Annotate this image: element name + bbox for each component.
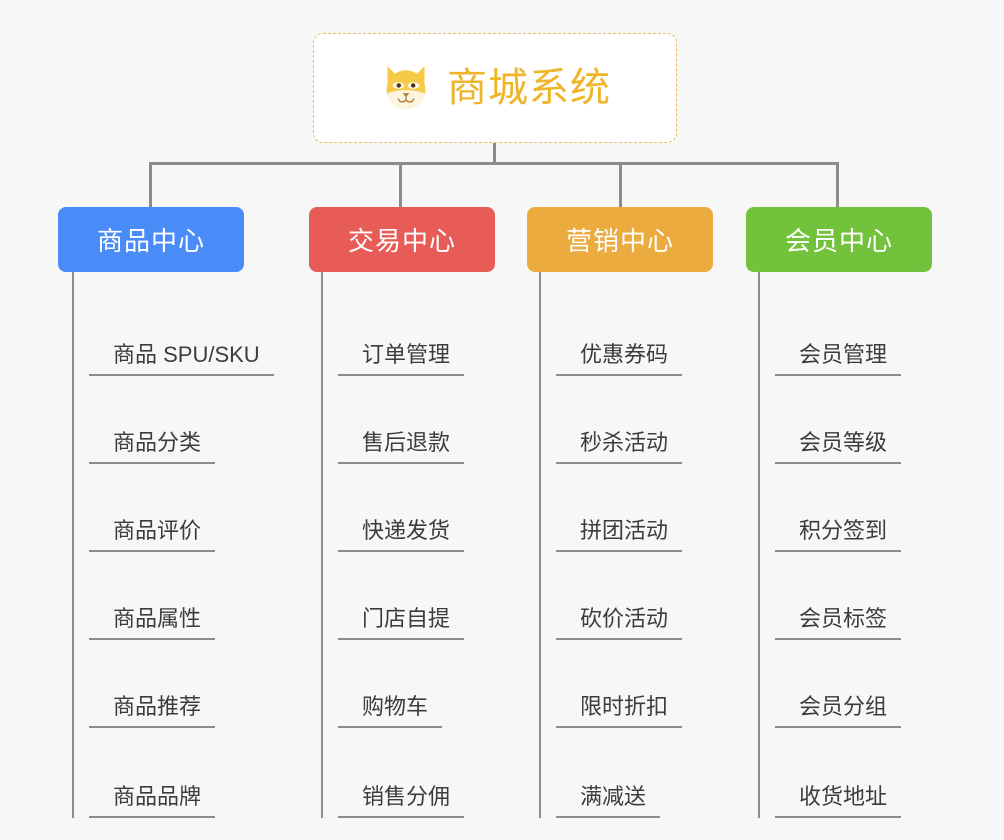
list-item[interactable]: 商品属性 bbox=[74, 552, 244, 640]
leaf-label: 商品分类 bbox=[89, 431, 216, 464]
leaf-label: 购物车 bbox=[338, 695, 443, 728]
branch-marketing-center: 营销中心 优惠券码 秒杀活动 拼团活动 砍价活动 限时折扣 满减送 bbox=[527, 207, 713, 818]
shiba-dog-face-icon bbox=[379, 61, 433, 115]
list-item[interactable]: 会员分组 bbox=[760, 640, 932, 728]
list-item[interactable]: 商品 SPU/SKU bbox=[74, 288, 274, 376]
leaf-label: 订单管理 bbox=[338, 343, 465, 376]
connector-drop-column-3 bbox=[619, 162, 622, 208]
leaf-label: 收货地址 bbox=[775, 785, 902, 818]
leaf-label: 优惠券码 bbox=[556, 343, 683, 376]
list-item[interactable]: 订单管理 bbox=[323, 288, 495, 376]
list-item[interactable]: 限时折扣 bbox=[541, 640, 713, 728]
leaf-label: 满减送 bbox=[556, 785, 661, 818]
list-item[interactable]: 会员等级 bbox=[760, 376, 932, 464]
branch-header-label: 交易中心 bbox=[347, 226, 456, 256]
leaf-label: 会员等级 bbox=[775, 431, 902, 464]
list-item[interactable]: 商品品牌 bbox=[74, 728, 244, 818]
list-item[interactable]: 拼团活动 bbox=[541, 464, 713, 552]
leaf-label: 快递发货 bbox=[338, 519, 465, 552]
leaf-label: 门店自提 bbox=[338, 607, 465, 640]
leaf-label: 商品属性 bbox=[89, 607, 216, 640]
list-item[interactable]: 积分签到 bbox=[760, 464, 932, 552]
list-item[interactable]: 售后退款 bbox=[323, 376, 495, 464]
list-item[interactable]: 商品分类 bbox=[74, 376, 244, 464]
list-item[interactable]: 商品评价 bbox=[74, 464, 244, 552]
branch-header-label: 商品中心 bbox=[96, 226, 205, 256]
branch-header-label: 营销中心 bbox=[565, 226, 674, 256]
branch-header-member-center[interactable]: 会员中心 bbox=[746, 207, 932, 272]
root-node[interactable]: 商城系统 bbox=[313, 33, 677, 143]
list-item[interactable]: 会员标签 bbox=[760, 552, 932, 640]
branch-product-center: 商品中心 商品 SPU/SKU 商品分类 商品评价 商品属性 商品推荐 商品品牌 bbox=[58, 207, 274, 818]
list-item[interactable]: 门店自提 bbox=[323, 552, 495, 640]
leaf-list-product-center: 商品 SPU/SKU 商品分类 商品评价 商品属性 商品推荐 商品品牌 bbox=[72, 272, 274, 818]
leaf-label: 积分签到 bbox=[775, 519, 902, 552]
list-item[interactable]: 销售分佣 bbox=[323, 728, 495, 818]
leaf-label: 商品评价 bbox=[89, 519, 216, 552]
leaf-label: 会员分组 bbox=[775, 695, 902, 728]
branch-header-trade-center[interactable]: 交易中心 bbox=[309, 207, 495, 272]
connector-horizontal-bus bbox=[150, 162, 838, 165]
branch-member-center: 会员中心 会员管理 会员等级 积分签到 会员标签 会员分组 收货地址 bbox=[746, 207, 932, 818]
list-item[interactable]: 满减送 bbox=[541, 728, 713, 818]
connector-drop-column-4 bbox=[836, 162, 839, 208]
leaf-label: 会员管理 bbox=[775, 343, 902, 376]
leaf-label: 销售分佣 bbox=[338, 785, 465, 818]
list-item[interactable]: 优惠券码 bbox=[541, 288, 713, 376]
branch-header-marketing-center[interactable]: 营销中心 bbox=[527, 207, 713, 272]
connector-drop-column-2 bbox=[399, 162, 402, 208]
branch-header-product-center[interactable]: 商品中心 bbox=[58, 207, 244, 272]
list-item[interactable]: 商品推荐 bbox=[74, 640, 244, 728]
root-title: 商城系统 bbox=[447, 66, 611, 110]
leaf-label: 商品推荐 bbox=[89, 695, 216, 728]
branch-trade-center: 交易中心 订单管理 售后退款 快递发货 门店自提 购物车 销售分佣 bbox=[309, 207, 495, 818]
leaf-label: 会员标签 bbox=[775, 607, 902, 640]
list-item[interactable]: 会员管理 bbox=[760, 288, 932, 376]
leaf-label: 限时折扣 bbox=[556, 695, 683, 728]
leaf-label: 商品 SPU/SKU bbox=[89, 343, 274, 376]
list-item[interactable]: 快递发货 bbox=[323, 464, 495, 552]
list-item[interactable]: 购物车 bbox=[323, 640, 495, 728]
leaf-list-trade-center: 订单管理 售后退款 快递发货 门店自提 购物车 销售分佣 bbox=[321, 272, 495, 818]
leaf-label: 商品品牌 bbox=[89, 785, 216, 818]
leaf-list-marketing-center: 优惠券码 秒杀活动 拼团活动 砍价活动 限时折扣 满减送 bbox=[539, 272, 713, 818]
list-item[interactable]: 砍价活动 bbox=[541, 552, 713, 640]
leaf-label: 秒杀活动 bbox=[556, 431, 683, 464]
leaf-label: 拼团活动 bbox=[556, 519, 683, 552]
list-item[interactable]: 秒杀活动 bbox=[541, 376, 713, 464]
branch-header-label: 会员中心 bbox=[784, 226, 893, 256]
connector-root-stem bbox=[493, 143, 496, 164]
leaf-label: 砍价活动 bbox=[556, 607, 683, 640]
leaf-label: 售后退款 bbox=[338, 431, 465, 464]
leaf-list-member-center: 会员管理 会员等级 积分签到 会员标签 会员分组 收货地址 bbox=[758, 272, 932, 818]
list-item[interactable]: 收货地址 bbox=[760, 728, 932, 818]
connector-drop-column-1 bbox=[149, 162, 152, 208]
